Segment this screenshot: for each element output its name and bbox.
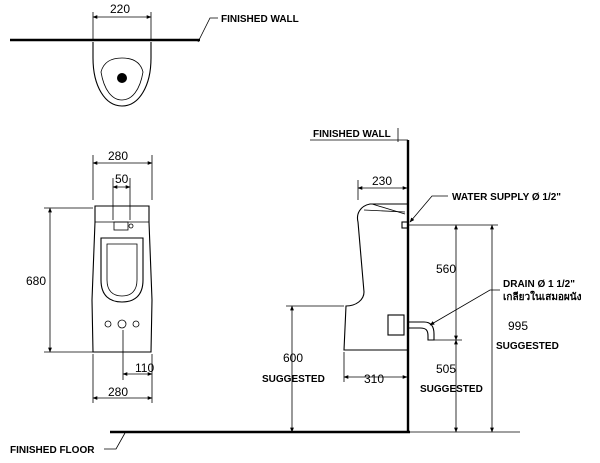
floor-label: FINISHED FLOOR [10,445,95,456]
side-drain-height-note: SUGGESTED [420,384,483,395]
side-supply-height-note: SUGGESTED [496,341,559,352]
front-inlet-box [113,221,129,231]
front-mount-hole-left [104,320,112,328]
side-depth-top-dim: 230 [372,174,392,188]
side-wall-label: FINISHED WALL [313,129,391,140]
finished-floor: FINISHED FLOOR [10,430,410,456]
water-supply-label: WATER SUPPLY Ø 1/2" [452,192,561,203]
top-wall-label: FINISHED WALL [221,14,299,25]
side-drain-pipe [409,321,435,341]
front-bowl-opening [100,237,144,303]
side-supply-height-dim: 995 [508,319,528,333]
front-width-bottom-dim: 280 [108,385,128,399]
front-width-top-dim: 280 [108,149,128,163]
front-view: 280 50 680 110 280 [26,149,154,403]
top-bowl-outline [92,42,152,107]
front-mount-hole-center [117,319,127,329]
side-view: FINISHED WALL 230 WATER SUPPLY Ø 1/2" DR… [262,128,582,433]
top-view: FINISHED WALL 220 [10,2,299,107]
side-urinal-profile [343,203,407,351]
side-rim-height-dim: 600 [283,351,303,365]
side-drain-box [387,314,405,336]
front-inlet-dim: 50 [115,172,129,186]
side-depth-bottom-dim: 310 [364,372,384,386]
side-rim-height-note: SUGGESTED [262,374,325,385]
top-spreader [117,73,127,83]
top-width-dim: 220 [110,2,130,16]
front-mount-hole-right [132,320,140,328]
front-outlet-dim: 110 [135,361,154,375]
side-supply-drain-dim: 560 [436,262,456,276]
side-drain-height-dim: 505 [436,362,456,376]
front-height-dim: 680 [26,274,46,288]
top-wall-leader [197,17,218,43]
drain-note-thai: เกลียวในเสมอผนัง [503,290,582,303]
top-bowl-inner [100,57,144,101]
front-urinal-body [91,205,153,353]
drain-label: DRAIN Ø 1 1/2" [503,279,575,290]
